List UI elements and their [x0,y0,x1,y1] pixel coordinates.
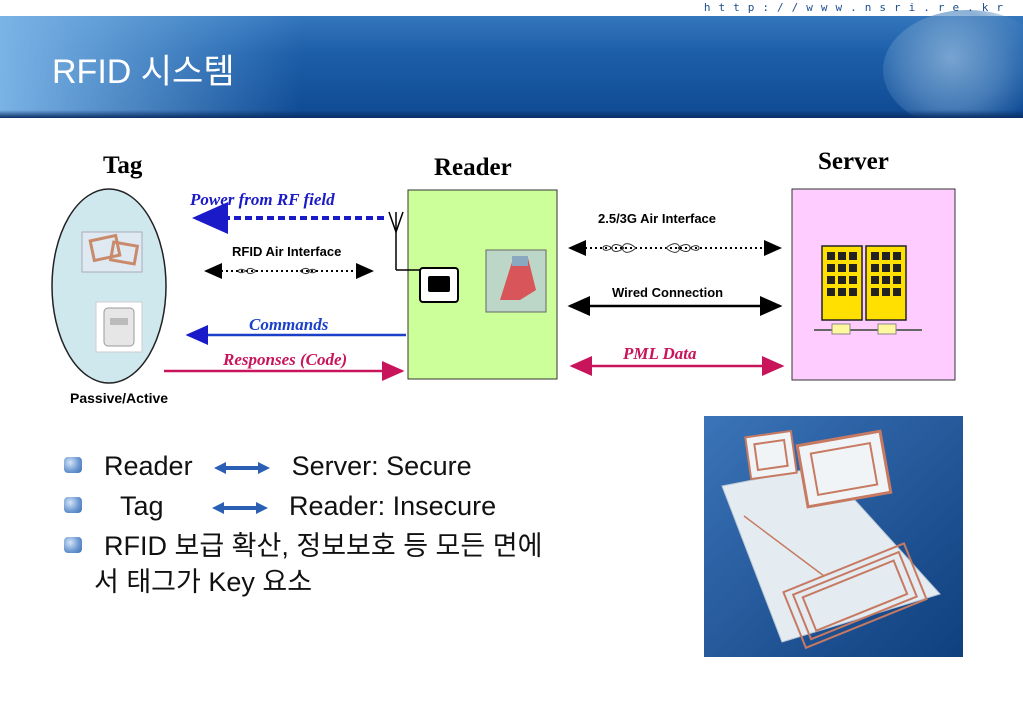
bullet-line-1: RFID 보급 확산, 정보보호 등 모든 면에 [104,531,543,561]
wired-label: Wired Connection [612,285,723,300]
rfid-system-diagram: Tag Reader Server Passive/Active [51,148,956,406]
bullet-list: Reader Server: Secure Tag Reader: Insecu… [64,446,664,600]
air-3g-label: 2.5/3G Air Interface [598,211,716,226]
reader-heading: Reader [434,154,512,181]
site-url: http://www.nsri.re.kr [703,1,1011,14]
bullet-right-text: Server: Secure [291,451,472,481]
air-3g-wave-left [602,243,637,253]
rfid-wave-left [238,267,257,275]
server-heading: Server [818,148,889,175]
reader-device-icon [419,267,459,303]
bullet-reader-server: Reader Server: Secure [64,446,664,486]
slide-header [0,0,1023,118]
server-buildings-icon [814,245,922,335]
active-tag-image [95,301,143,353]
double-arrow-icon [211,501,268,514]
rfid-tag-inlay-image [81,231,143,273]
bullet-rfid-key: RFID 보급 확산, 정보보호 등 모든 면에 서 태그가 Key 요소 [64,526,664,600]
double-arrow-icon [214,461,271,474]
globe-graphic [883,10,1023,118]
pml-label: PML Data [622,344,697,363]
bullet-tag-reader: Tag Reader: Insecure [64,486,664,526]
tag-ellipse [51,188,167,384]
rfid-wave-right [299,267,316,275]
header-shadow [0,110,1023,118]
bullet-icon [64,497,82,513]
bullet-icon [64,537,82,553]
bullet-line-2: 서 태그가 Key 요소 [94,567,313,597]
bullet-icon [64,457,82,473]
tag-heading: Tag [103,152,143,179]
slide-title: RFID 시스템 [52,53,235,91]
responses-label: Responses (Code) [222,350,347,369]
commands-label: Commands [249,315,329,334]
header-top-strip [0,0,1023,16]
tag-caption: Passive/Active [70,390,168,406]
rfid-air-label: RFID Air Interface [232,244,341,259]
bullet-left-text: Tag [120,491,164,521]
bullet-left-text: Reader [104,451,193,481]
air-3g-wave-right [665,243,700,253]
power-label: Power from RF field [189,190,335,209]
header-highlight [0,16,300,118]
handheld-reader-image [485,249,547,313]
rfid-tags-photo [704,416,963,657]
bullet-right-text: Reader: Insecure [289,491,497,521]
